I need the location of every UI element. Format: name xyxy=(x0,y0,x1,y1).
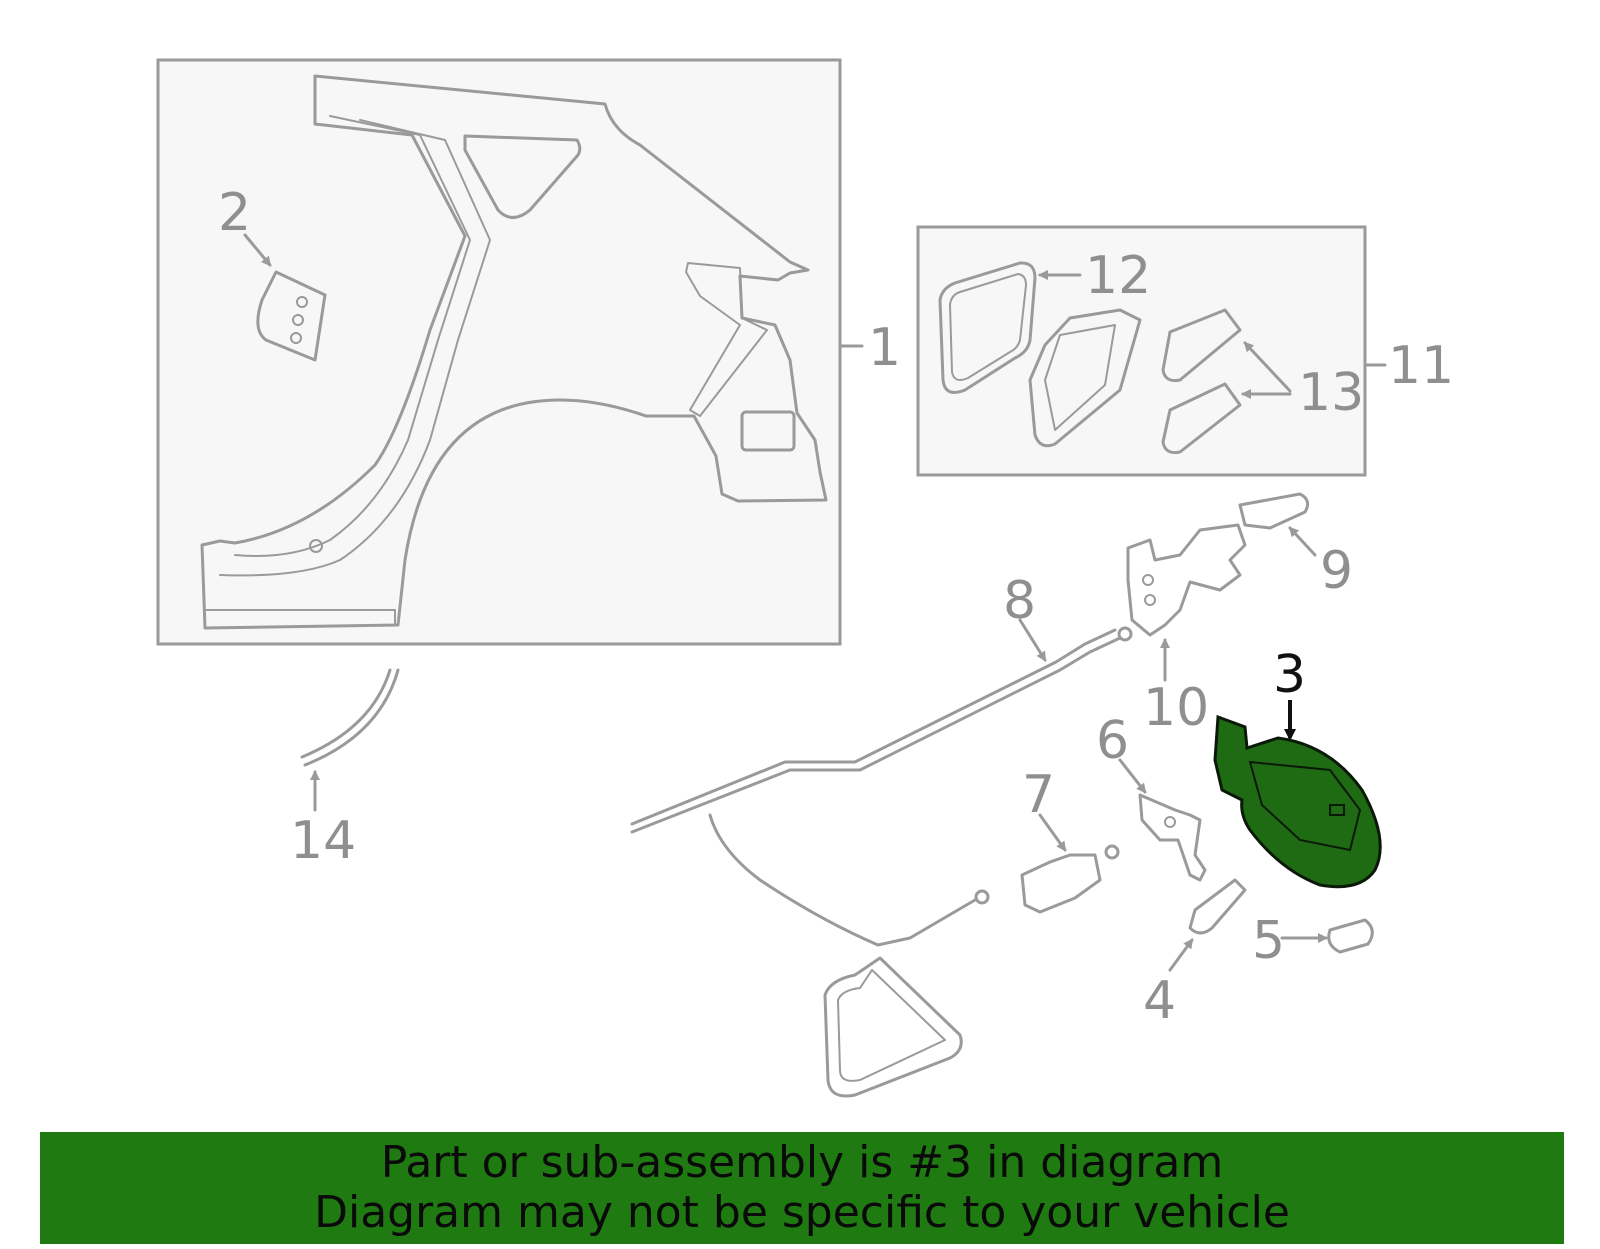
callout-10: 10 xyxy=(1143,678,1209,738)
callout-12: 12 xyxy=(1085,246,1151,306)
fuel-door-shape xyxy=(1213,714,1382,889)
part-5-clip xyxy=(1280,918,1374,954)
callout-13: 13 xyxy=(1298,363,1364,423)
release-handle-inner xyxy=(837,969,946,1082)
hinge-hole xyxy=(1144,594,1156,606)
bracket-2-hole xyxy=(296,296,308,308)
seal-12 xyxy=(938,261,1037,394)
panel-hole xyxy=(309,539,323,553)
callout-14: 14 xyxy=(290,811,356,871)
cable-end xyxy=(1117,626,1133,642)
banner-line-1: Part or sub-assembly is #3 in diagram xyxy=(380,1137,1224,1188)
bolt-shape xyxy=(1188,878,1247,935)
housing-body xyxy=(1028,308,1142,448)
part-7 xyxy=(1020,813,1120,914)
fuel-door-opening xyxy=(740,410,796,452)
leader-13a xyxy=(1243,341,1292,393)
release-handle xyxy=(823,956,963,1098)
cable-lower xyxy=(708,813,977,947)
actuator-shape xyxy=(1020,853,1102,914)
part-10-hinge xyxy=(1126,523,1247,682)
seal-12-inner xyxy=(949,273,1027,381)
part-6 xyxy=(1118,758,1207,882)
hinge-hole xyxy=(1142,574,1154,586)
panel-bracket xyxy=(685,262,768,417)
part-4-bolt xyxy=(1168,878,1247,972)
banner-line-2: Diagram may not be specific to your vehi… xyxy=(314,1187,1290,1238)
hinge-shape xyxy=(1126,523,1247,637)
fuel-door-latch xyxy=(1329,804,1345,816)
callout-7: 7 xyxy=(1022,765,1055,825)
part-6-shape xyxy=(1138,793,1207,882)
bracket-2-hole xyxy=(292,314,304,326)
leader-9 xyxy=(1288,526,1317,557)
callout-2: 2 xyxy=(218,183,251,243)
callout-5: 5 xyxy=(1252,911,1285,971)
quarter-panel-group xyxy=(156,58,864,646)
panel-window-cutout xyxy=(463,134,582,219)
leader-6 xyxy=(1118,758,1147,794)
clip-13-lower xyxy=(1161,382,1242,454)
part-9-shape xyxy=(1238,492,1310,530)
leader-7 xyxy=(1038,813,1067,852)
leader-4 xyxy=(1168,938,1194,972)
cable-main xyxy=(630,636,1122,834)
cable-main-2 xyxy=(630,628,1117,826)
panel-inner-line xyxy=(234,115,471,557)
molding-outer xyxy=(303,668,400,767)
part-14-molding xyxy=(300,668,400,812)
fuel-door-inner xyxy=(1248,760,1362,852)
panel-rocker xyxy=(204,609,396,626)
housing-box xyxy=(916,225,1367,477)
callout-1: 1 xyxy=(868,318,901,378)
part-8-cable xyxy=(630,618,1133,1098)
bracket-2-shape xyxy=(256,270,327,362)
leader-8 xyxy=(1018,618,1047,662)
callout-3: 3 xyxy=(1273,645,1306,705)
part-9 xyxy=(1238,492,1317,557)
callout-8: 8 xyxy=(1003,571,1036,631)
leader-2 xyxy=(243,233,272,267)
clip-13-upper xyxy=(1161,308,1242,382)
housing-group xyxy=(916,225,1387,477)
cable-end-lower xyxy=(974,889,990,905)
housing-inner xyxy=(1044,324,1116,431)
info-banner: Part or sub-assembly is #3 in diagram Di… xyxy=(40,1132,1564,1244)
callout-4: 4 xyxy=(1143,971,1176,1031)
callout-9: 9 xyxy=(1320,541,1353,601)
part-6-hole xyxy=(1164,816,1176,828)
molding-inner xyxy=(300,668,392,759)
bracket-2-hole xyxy=(290,332,302,344)
actuator-end xyxy=(1104,844,1120,860)
panel-inner-line-2 xyxy=(219,119,491,577)
quarter-panel-box xyxy=(156,58,842,646)
part-2-bracket xyxy=(243,233,327,362)
callout-11: 11 xyxy=(1388,336,1454,396)
part-3-fuel-door xyxy=(1213,700,1382,889)
clip-5-shape xyxy=(1327,918,1374,954)
callout-6: 6 xyxy=(1096,711,1129,771)
